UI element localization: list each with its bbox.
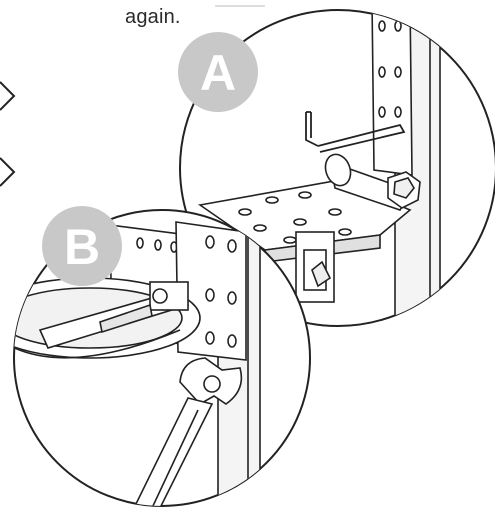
clamp-arm — [38, 281, 190, 349]
roller-tube — [324, 153, 421, 211]
left-edge-arrows — [0, 81, 16, 187]
callout-label-a: A — [200, 45, 236, 101]
wrench-icon — [132, 357, 243, 506]
bracket-icon — [295, 231, 335, 303]
callout-label-b: B — [64, 219, 100, 275]
vertical-bracket — [371, 10, 413, 176]
callout-badge-a: A — [178, 32, 258, 112]
callout-badge-b: B — [42, 206, 122, 286]
hex-key-icon — [305, 111, 406, 153]
instruction-text: again. — [125, 6, 181, 28]
